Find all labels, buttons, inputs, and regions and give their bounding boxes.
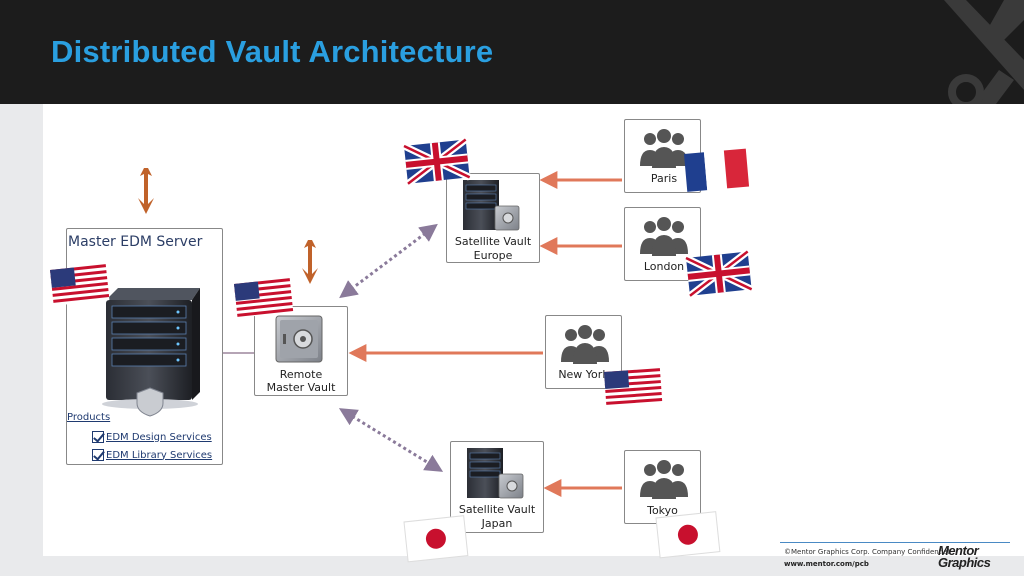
products-label: Products	[67, 412, 111, 423]
logo-line-2: Graphics	[938, 555, 991, 570]
copyright-text: ©Mentor Graphics Corp. Company Confident…	[784, 548, 950, 556]
site-london-label: London	[643, 260, 685, 273]
checkbox-checked-icon	[92, 449, 104, 461]
product-item-design: EDM Design Services	[92, 431, 212, 443]
product-label: EDM Library Services	[106, 449, 213, 461]
site-tokyo-label: Tokyo	[647, 504, 678, 517]
satellite-japan-label-1: Satellite Vault	[458, 503, 536, 516]
satellite-europe-label-2: Europe	[473, 249, 513, 262]
site-paris-label: Paris	[650, 172, 678, 185]
logo-line-1: Mentor	[938, 543, 979, 558]
satellite-japan-label-2: Japan	[481, 517, 513, 530]
satellite-europe-label-1: Satellite Vault	[454, 235, 532, 248]
remote-master-label-2: Master Vault	[266, 381, 336, 394]
footer-url: www.mentor.com/pcb	[784, 560, 869, 568]
mentor-graphics-logo: Mentor Graphics	[938, 543, 991, 570]
decorative-x-icon	[944, 0, 1024, 104]
slide-title: Distributed Vault Architecture	[51, 34, 494, 69]
footer-divider	[780, 542, 1010, 543]
product-label: EDM Design Services	[106, 431, 212, 443]
site-new-york-label: New York	[558, 368, 609, 381]
product-item-library: EDM Library Services	[92, 449, 212, 461]
master-server-title: Master EDM Server	[68, 234, 203, 250]
checkbox-checked-icon	[92, 431, 104, 443]
master-server-panel	[66, 228, 223, 465]
remote-master-label-1: Remote	[279, 368, 323, 381]
slide-header: Distributed Vault Architecture	[0, 0, 1024, 104]
